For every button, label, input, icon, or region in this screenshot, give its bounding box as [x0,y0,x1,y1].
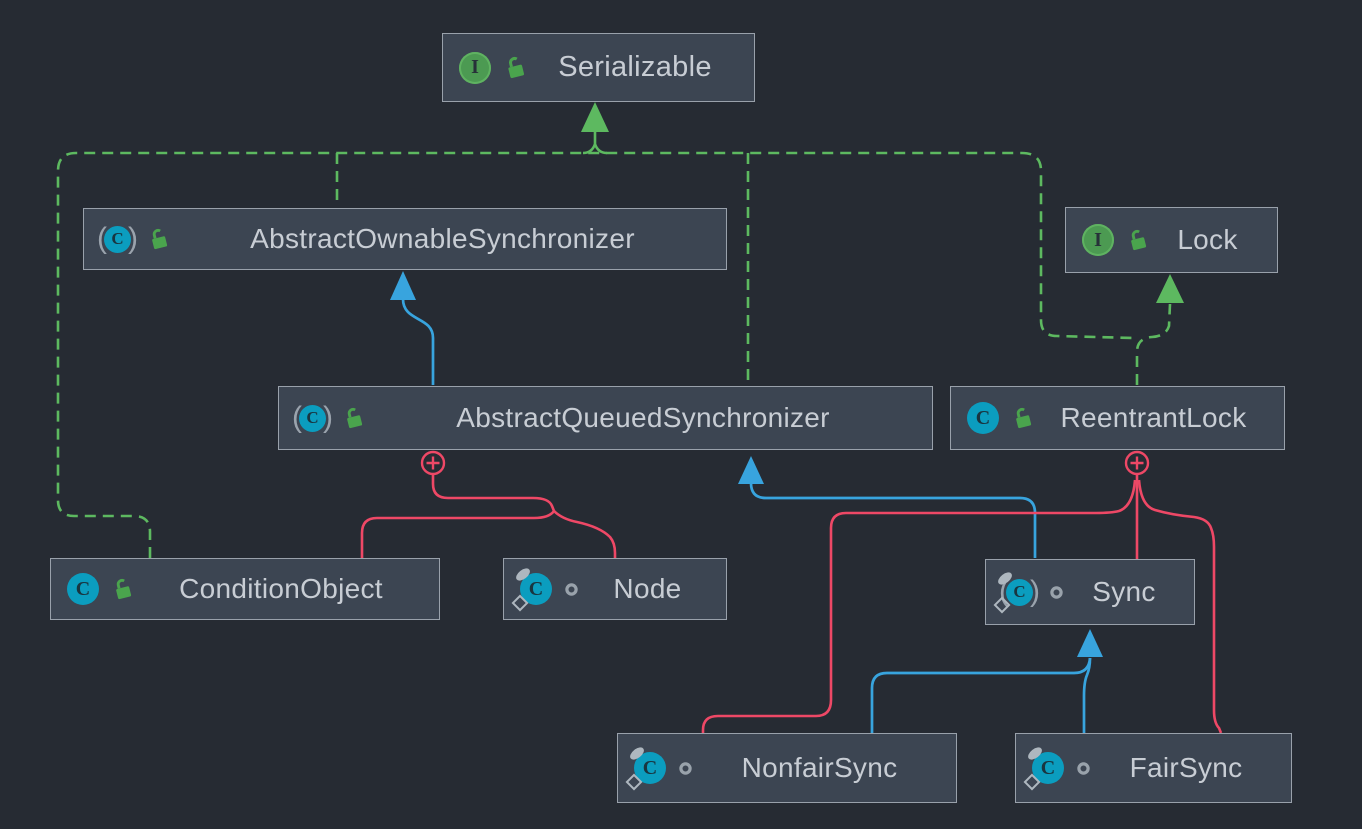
package-private-icon [678,761,693,776]
edge-conditionobject-inner-aqs [360,510,556,558]
class-name: NonfairSync [741,752,898,783]
class-icon: C [967,402,999,434]
edge-serializable-arrow-stem [582,132,608,155]
class-name: AbstractOwnableSynchronizer [250,223,635,254]
edge-nonfairsync-extends-sync [870,657,1092,733]
edge-reentrantlock-implements [1135,303,1172,385]
edge-node-inner-aqs [553,510,617,558]
class-name: AbstractQueuedSynchronizer [456,402,830,433]
class-name: Lock [1177,224,1238,255]
class-node-abstract-queued-synchronizer[interactable]: (C) AbstractQueuedSynchronizer [278,386,933,450]
extends-arrowhead-sync [1077,629,1103,657]
edge-sync-extends-aqs [749,482,1037,558]
static-class-icon: C [625,745,666,791]
class-name: ReentrantLock [1060,402,1247,433]
unlocked-icon [147,227,169,251]
unlocked-icon [111,577,133,601]
extends-arrowhead-aqs [738,456,764,484]
class-node-nonfair-sync[interactable]: C NonfairSync [617,733,957,803]
class-node-lock[interactable]: I Lock [1065,207,1278,273]
edge-aqs-inner-stem [431,474,556,512]
class-node-reentrant-lock[interactable]: C ReentrantLock [950,386,1285,450]
edge-fairsync-inner-reentrantlock [1137,479,1223,734]
implements-arrowhead-serializable [581,102,609,132]
package-private-icon [564,582,579,597]
implements-arrowhead-lock [1156,274,1184,303]
class-name: ConditionObject [179,573,383,604]
edge-implements-trunk [56,151,1134,558]
package-private-icon [1049,585,1064,600]
abstract-static-class-icon: (C) [993,570,1040,614]
abstract-class-icon: (C) [292,401,333,434]
package-private-icon [1076,761,1091,776]
class-node-condition-object[interactable]: C ConditionObject [50,558,440,620]
class-node-sync[interactable]: (C) Sync [985,559,1195,625]
class-name: Sync [1092,576,1156,607]
class-icon: C [67,573,99,605]
class-name: Node [613,573,682,604]
edge-nonfairsync-inner-reentrantlock [701,479,1137,733]
class-node-node[interactable]: C Node [503,558,727,620]
static-class-icon: C [511,566,552,612]
inner-class-badge-reentrantlock[interactable] [1124,450,1150,476]
interface-icon: I [1082,224,1114,256]
unlocked-icon [1126,228,1148,252]
static-class-icon: C [1023,745,1064,791]
inner-class-badge-aqs[interactable] [420,450,446,476]
edge-aqs-extends-aos [401,298,435,385]
class-node-serializable[interactable]: I Serializable [442,33,755,102]
extends-arrowhead-aos [390,271,416,300]
unlocked-icon [1011,406,1033,430]
class-name: FairSync [1129,752,1243,783]
class-node-abstract-ownable-synchronizer[interactable]: (C) AbstractOwnableSynchronizer [83,208,727,270]
abstract-class-icon: (C) [97,222,138,255]
class-node-fair-sync[interactable]: C FairSync [1015,733,1292,803]
interface-icon: I [459,51,491,84]
unlocked-icon [503,55,526,80]
class-name: Serializable [558,51,712,83]
unlocked-icon [342,406,364,430]
